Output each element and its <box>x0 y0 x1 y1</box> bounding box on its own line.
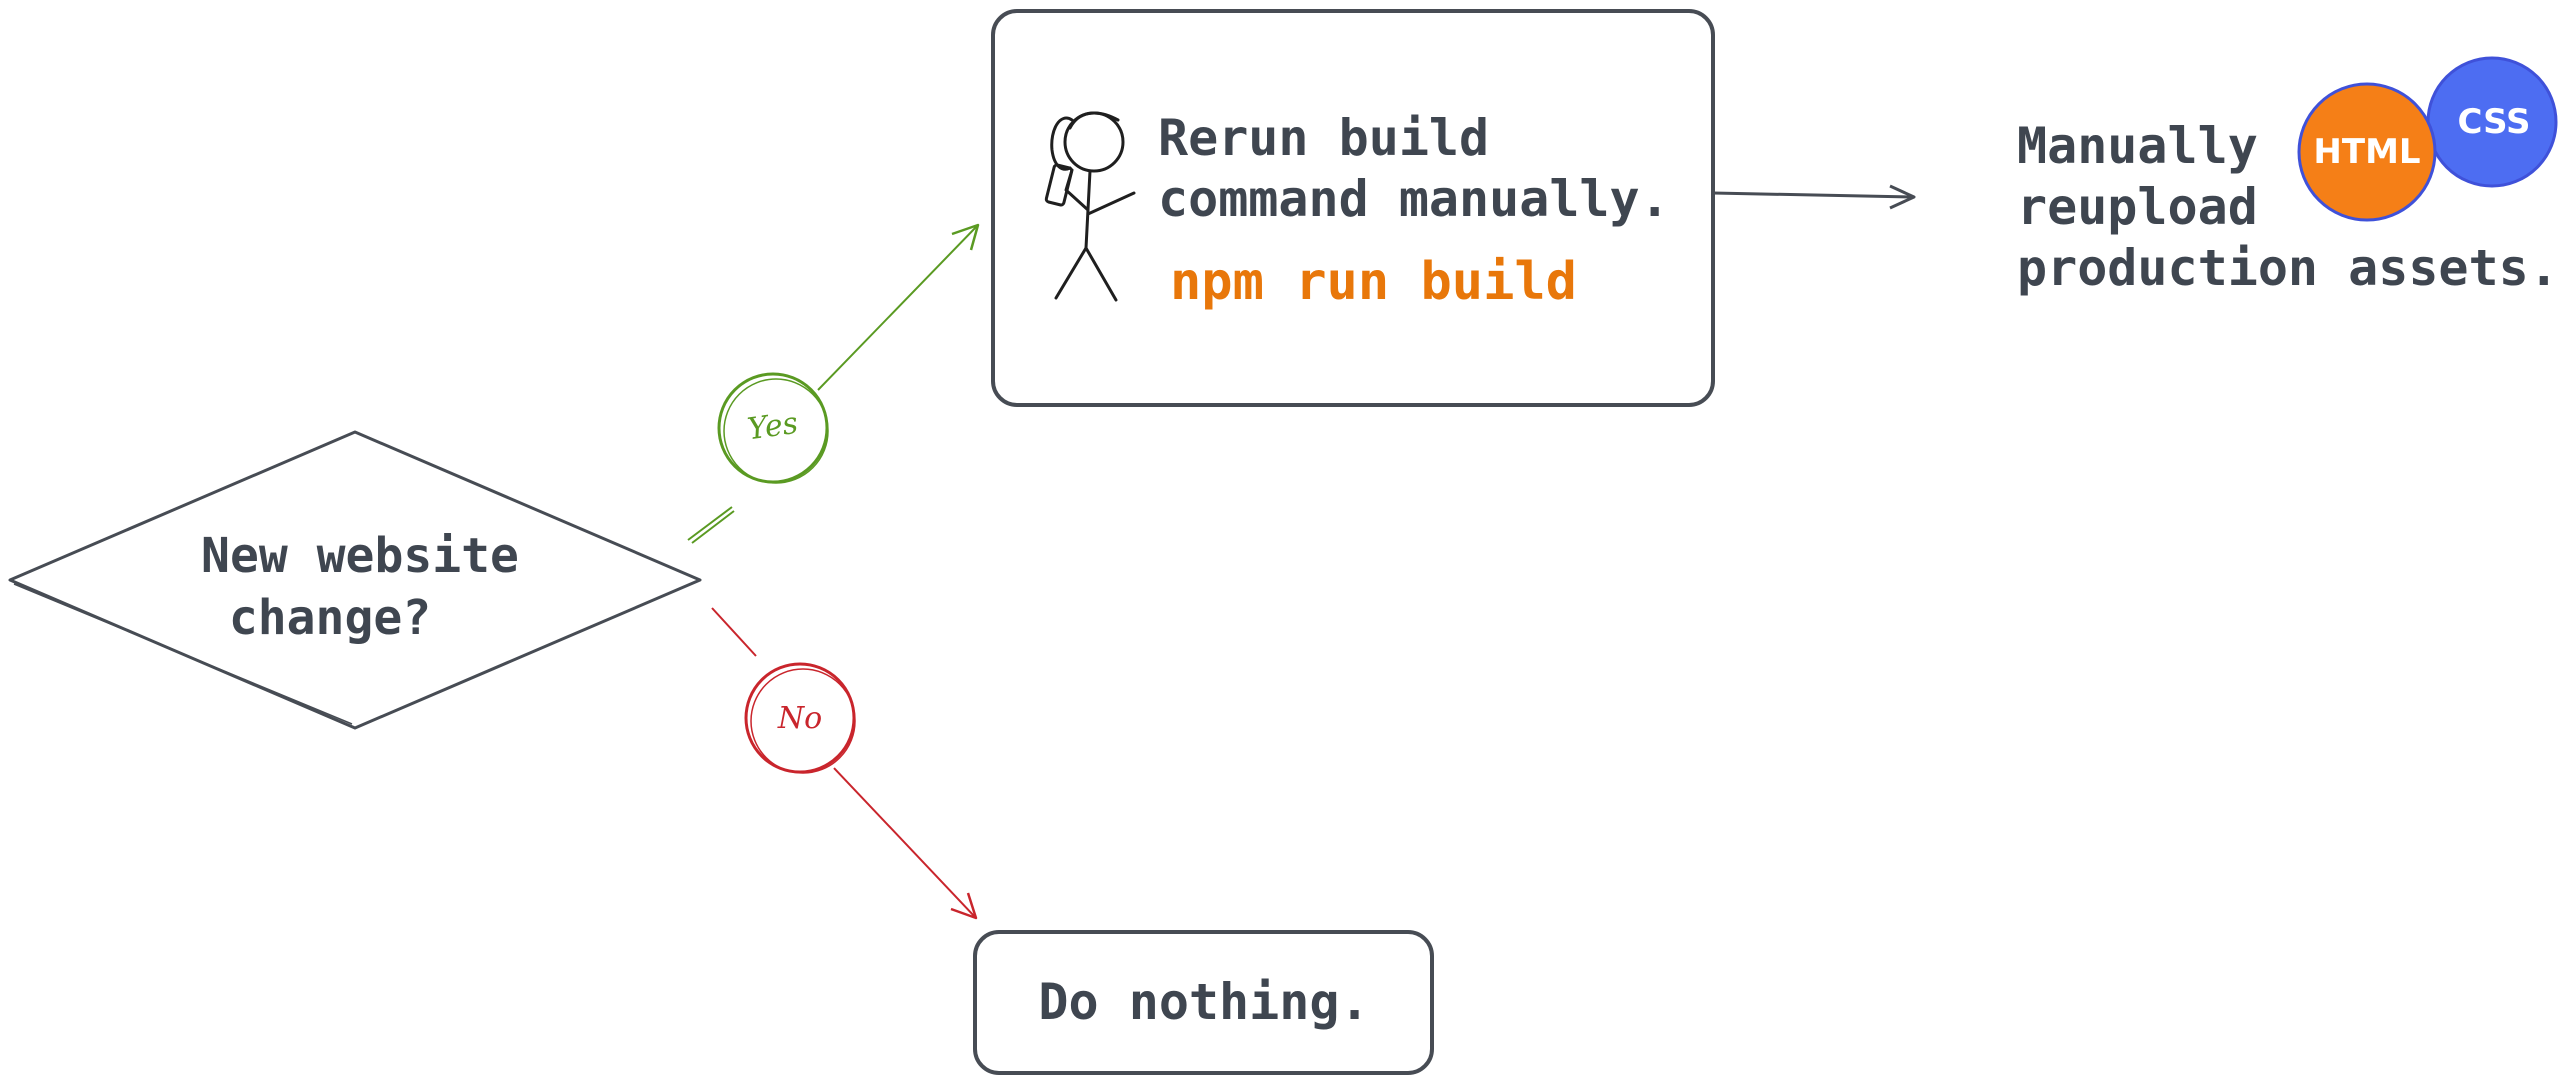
rerun-build-box-frame <box>991 9 1715 407</box>
asset-badges: CSS HTML <box>2297 56 2558 222</box>
do-nothing-box-frame <box>973 930 1434 1075</box>
decision-text-line1: New website <box>201 528 519 584</box>
rerun-build-text-line1: Rerun build <box>1158 109 1489 167</box>
decision-diamond-sketch-line <box>13 583 353 725</box>
reupload-arrow-head <box>1889 184 1916 210</box>
html-badge-label: HTML <box>2313 132 2420 172</box>
html-badge <box>2297 82 2437 222</box>
no-label: No <box>777 701 822 736</box>
stick-figure-icon <box>1044 111 1136 302</box>
decision-diamond[interactable]: New website change? <box>8 430 702 730</box>
yes-circle-sketch <box>723 378 829 484</box>
yes-connector-line-lower <box>687 506 735 544</box>
no-arrow-head <box>950 892 978 920</box>
decision-text-line2: change? <box>229 590 431 646</box>
reupload-step: Manually reupload production assets. <box>2017 117 2559 297</box>
reupload-text-line1: Manually <box>2017 117 2258 175</box>
yes-arrow-line <box>817 224 979 391</box>
rerun-build-box[interactable]: Rerun build command manually. npm run bu… <box>991 9 1715 407</box>
npm-run-build-command: npm run build <box>1170 252 1577 312</box>
reupload-text-line3: production assets. <box>2017 239 2559 297</box>
do-nothing-text: Do nothing. <box>1038 973 1369 1031</box>
reupload-arrow-line <box>1712 191 1915 199</box>
no-arrow-line <box>833 767 977 919</box>
yes-arrow-head <box>951 223 980 251</box>
reupload-arrow <box>1712 184 1916 210</box>
no-circle[interactable] <box>744 662 856 774</box>
yes-circle[interactable] <box>717 372 829 484</box>
no-circle-sketch <box>750 668 856 774</box>
do-nothing-box[interactable]: Do nothing. <box>973 930 1434 1075</box>
reupload-text-line2: reupload <box>2017 178 2258 236</box>
no-connector-line-upper <box>711 607 757 657</box>
no-branch: No <box>711 607 978 920</box>
yes-branch: Yes <box>687 223 980 544</box>
yes-label: Yes <box>745 406 800 448</box>
rerun-build-text-line2: command manually. <box>1158 170 1670 228</box>
css-badge-label: CSS <box>2457 102 2530 142</box>
